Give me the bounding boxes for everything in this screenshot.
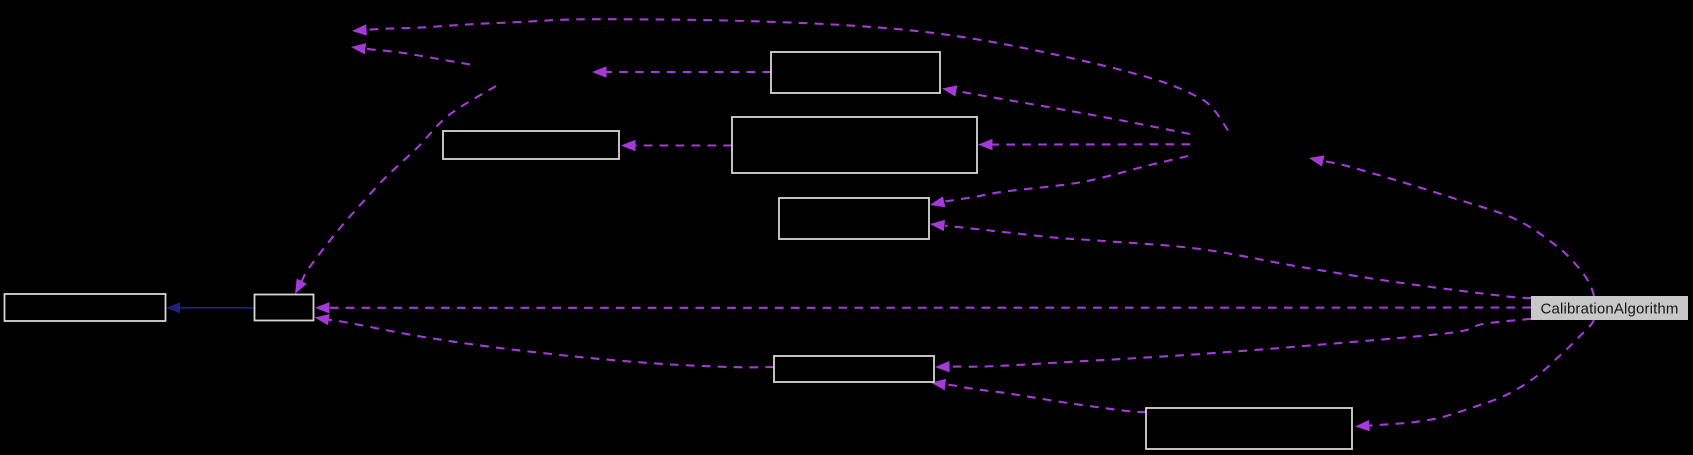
svg-text:CalibrationAlgorithm: CalibrationAlgorithm	[1541, 300, 1679, 317]
